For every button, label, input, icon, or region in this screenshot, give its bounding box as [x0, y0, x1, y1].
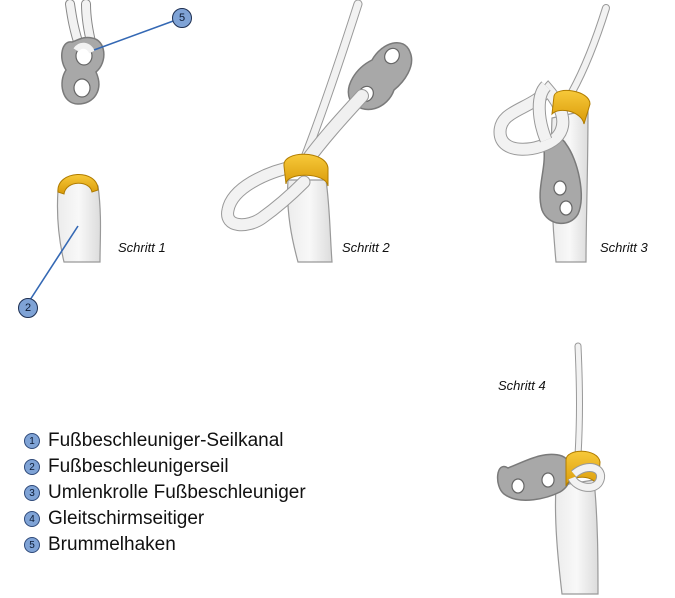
legend-item: 5 Brummelhaken — [24, 532, 306, 558]
legend-number-badge: 1 — [24, 433, 40, 449]
legend-item: 3 Umlenkrolle Fußbeschleuniger — [24, 480, 306, 506]
callout-2: 2 — [18, 298, 38, 318]
callout2-leader — [30, 226, 78, 300]
legend-text: Fußbeschleuniger-Seilkanal — [48, 430, 284, 452]
callout5-leader — [94, 20, 176, 50]
legend-text: Fußbeschleunigerseil — [48, 456, 229, 478]
step-label-4: Schritt 4 — [498, 378, 546, 393]
step-label-2: Schritt 2 — [342, 240, 390, 255]
legend-item: 1 Fußbeschleuniger-Seilkanal — [24, 428, 306, 454]
legend-text: Gleitschirmseitiger — [48, 508, 204, 530]
legend-number-badge: 4 — [24, 511, 40, 527]
legend-item: 2 Fußbeschleunigerseil — [24, 454, 306, 480]
step1-drawing — [30, 4, 176, 300]
legend-number-badge: 5 — [24, 537, 40, 553]
legend: 1 Fußbeschleuniger-Seilkanal 2 Fußbeschl… — [24, 428, 306, 558]
step-label-1: Schritt 1 — [118, 240, 166, 255]
step2-drawing — [228, 4, 412, 262]
legend-number-badge: 3 — [24, 485, 40, 501]
legend-number-badge: 2 — [24, 459, 40, 475]
legend-text: Umlenkrolle Fußbeschleuniger — [48, 482, 306, 504]
step-label-3: Schritt 3 — [600, 240, 648, 255]
step4-tape — [555, 480, 598, 594]
legend-text: Brummelhaken — [48, 534, 176, 556]
legend-item: 4 Gleitschirmseitiger — [24, 506, 306, 532]
step3-drawing — [500, 8, 606, 262]
callout-5: 5 — [172, 8, 192, 28]
